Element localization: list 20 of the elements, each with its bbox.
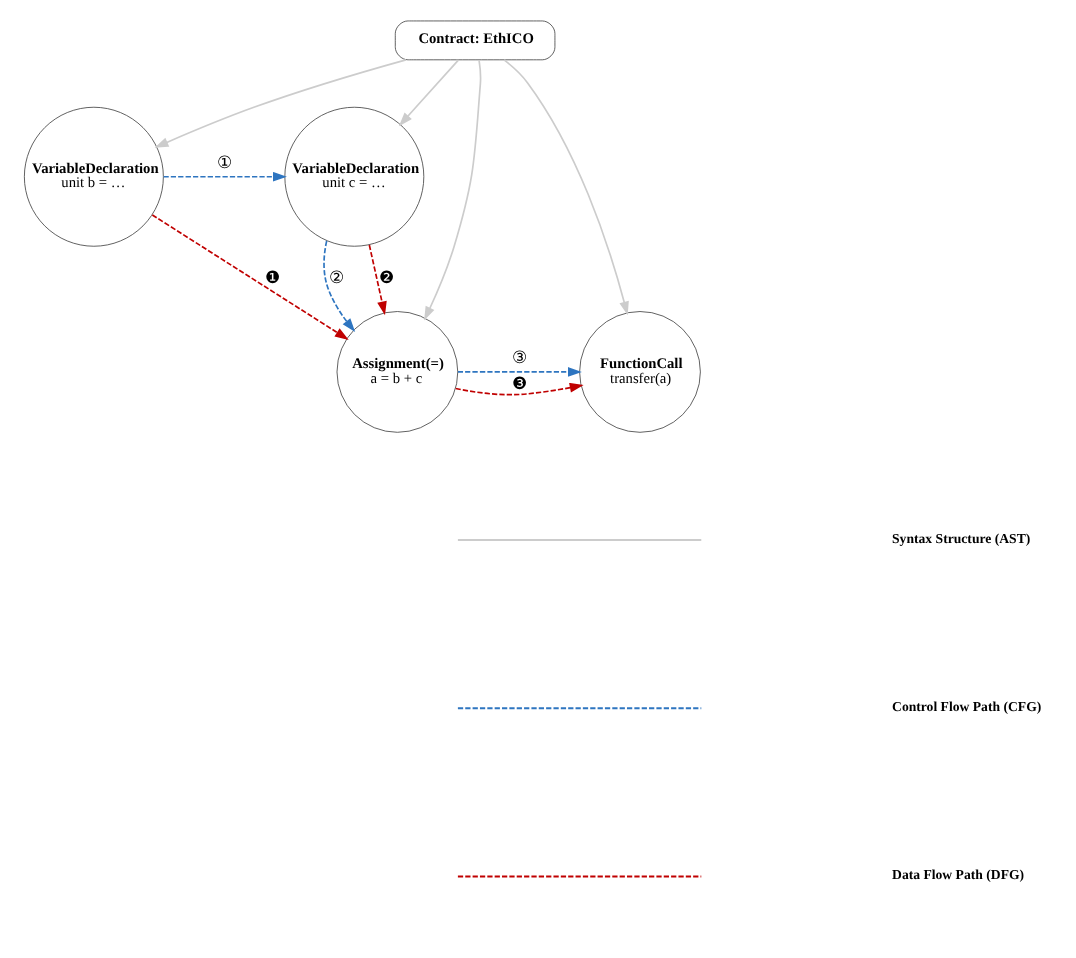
arrow bbox=[367, 244, 386, 316]
arrow bbox=[150, 214, 348, 340]
arrow bbox=[153, 59, 406, 148]
edge-label: ① bbox=[216, 154, 231, 173]
arrow bbox=[502, 59, 628, 316]
arrow bbox=[453, 382, 583, 396]
node-box: Contract: EthICO bbox=[393, 20, 555, 61]
arrow bbox=[161, 171, 286, 182]
arrow bbox=[423, 59, 481, 321]
arrow bbox=[456, 367, 581, 377]
edge-label: ❷ bbox=[378, 268, 393, 287]
edge-label: ❶ bbox=[263, 268, 278, 287]
node-circle: FunctionCall transfer(a) bbox=[578, 311, 700, 433]
edge-label: ② bbox=[328, 268, 343, 287]
node-circle: VariableDeclaration unit c = … bbox=[283, 106, 424, 247]
arrow bbox=[397, 59, 459, 127]
node-circle: VariableDeclaration unit b = … bbox=[22, 106, 163, 247]
edge-label: ❸ bbox=[510, 374, 525, 393]
arrow bbox=[322, 240, 355, 333]
edge-label: ③ bbox=[510, 349, 525, 368]
